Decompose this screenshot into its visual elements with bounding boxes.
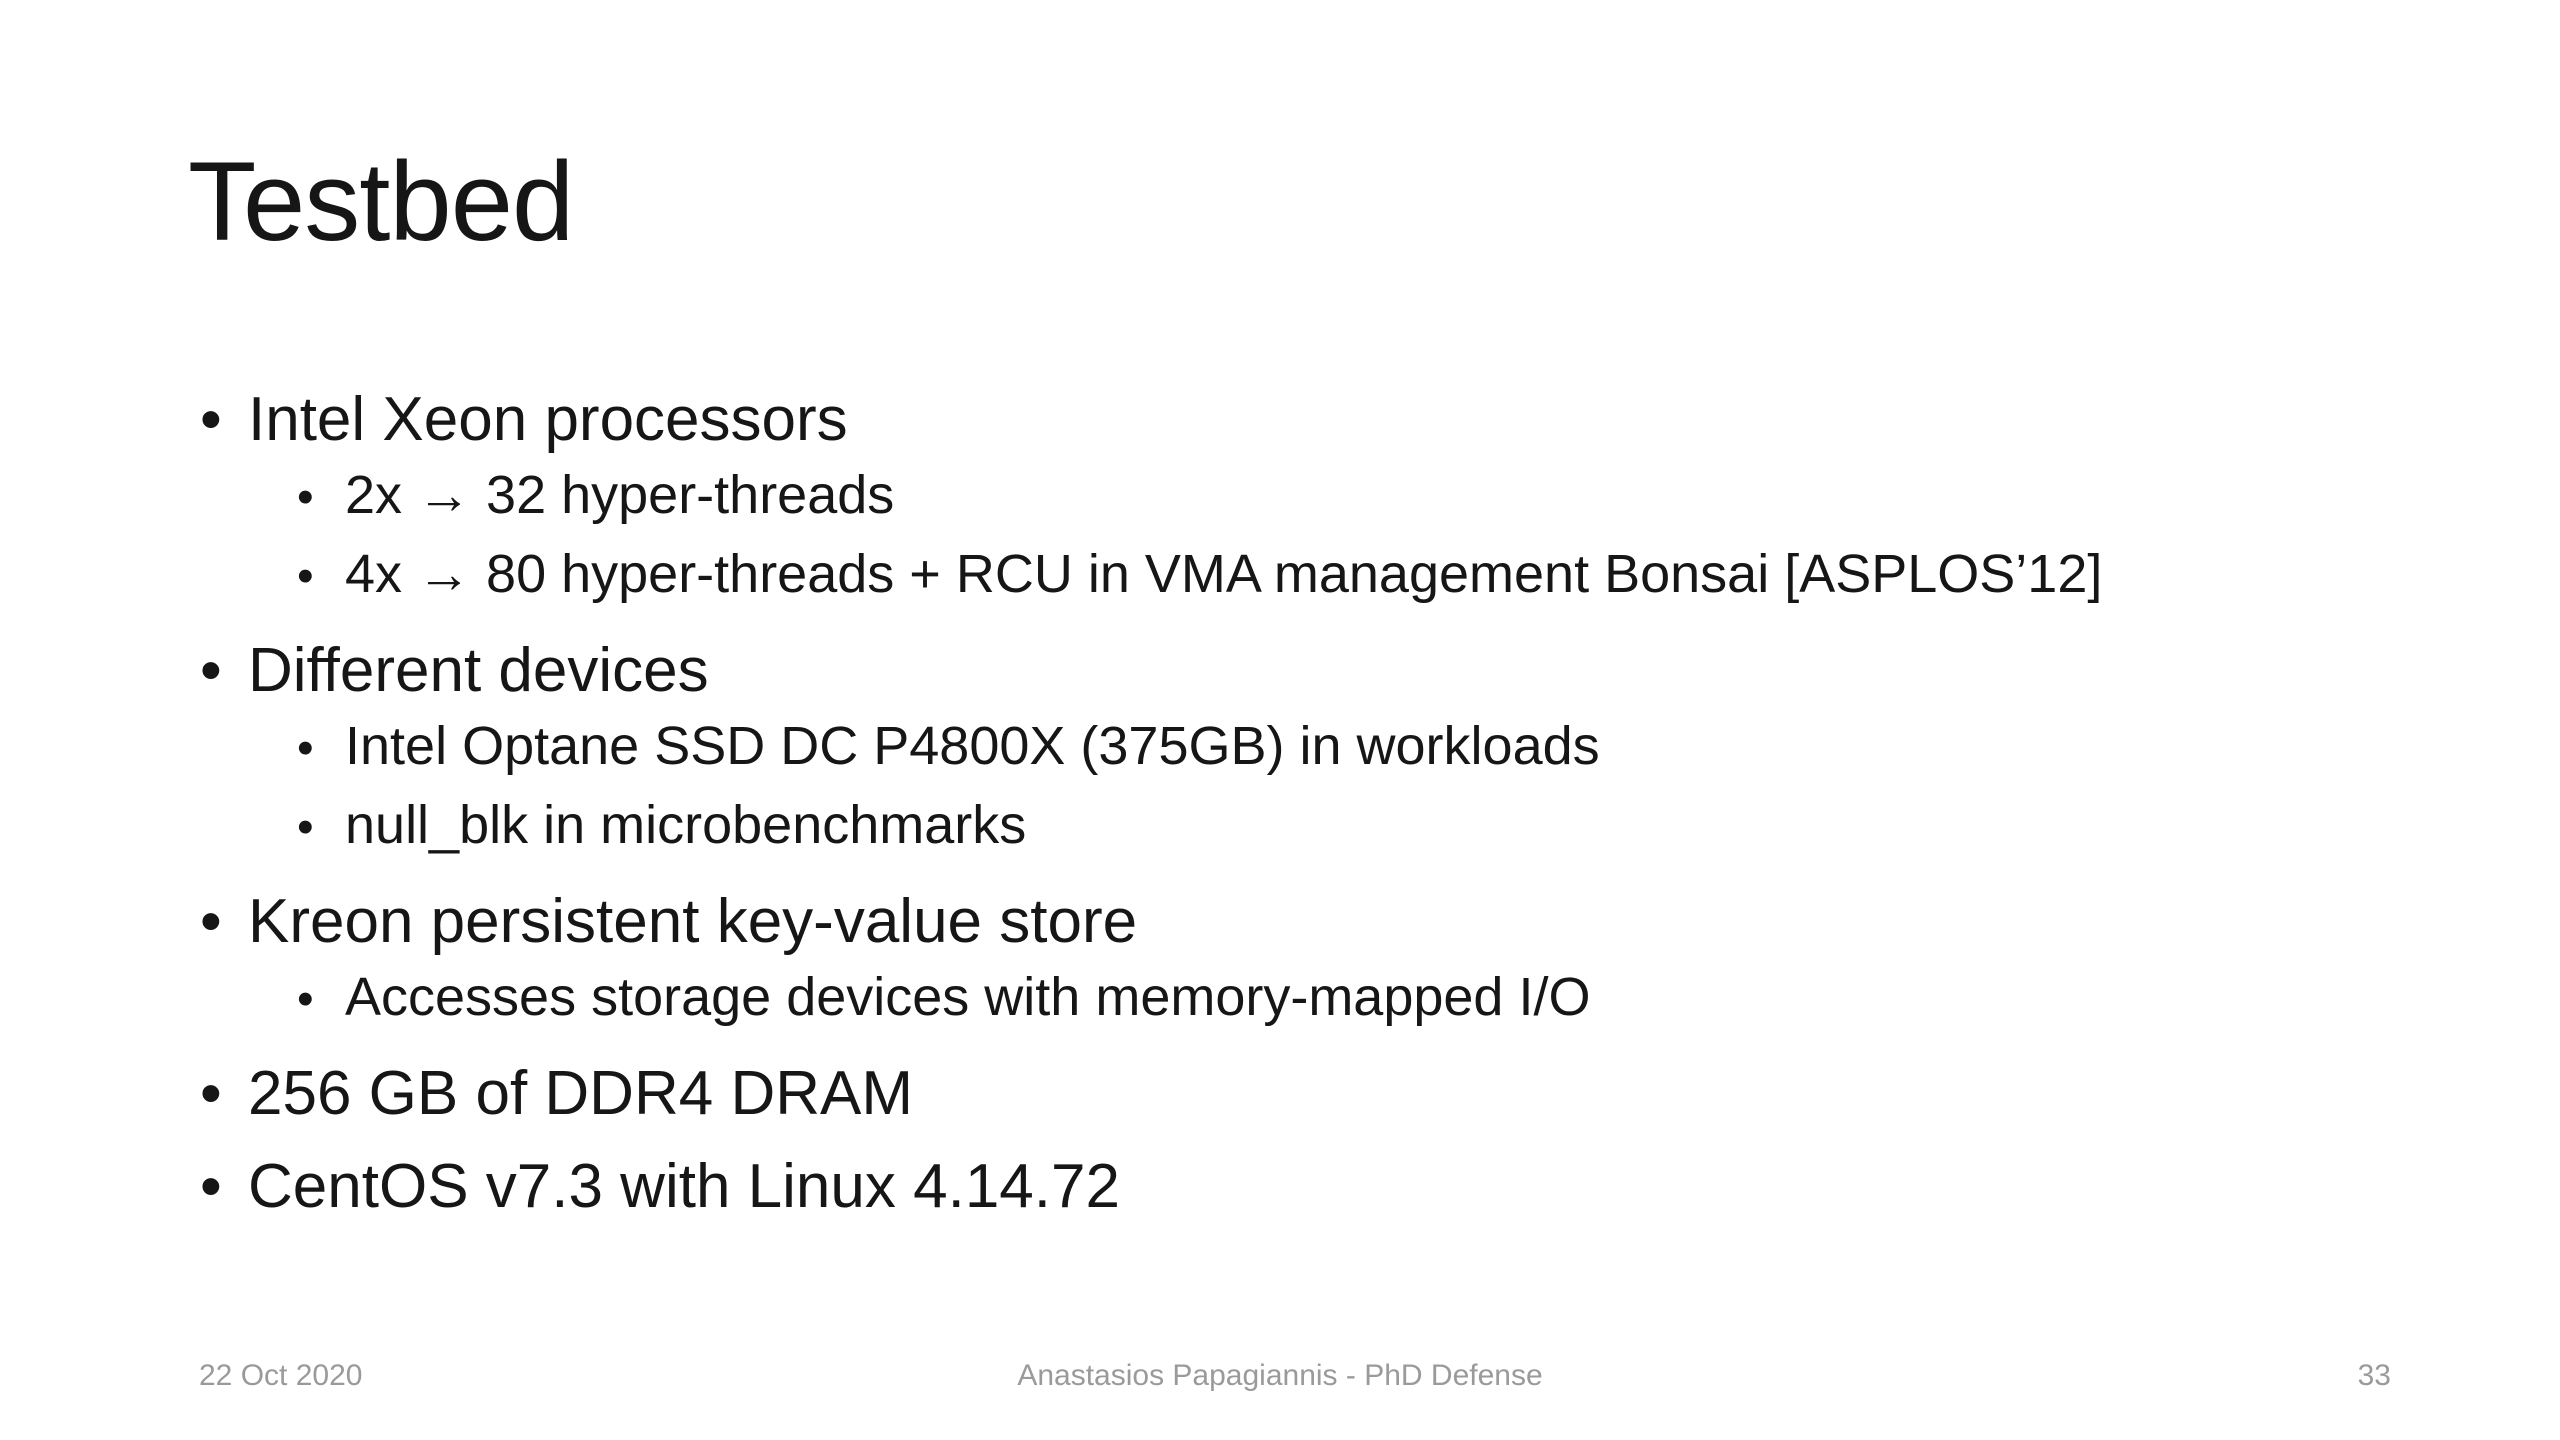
bullet-text: CentOS v7.3 with Linux 4.14.72 bbox=[248, 1152, 1120, 1221]
bullet-icon: • bbox=[297, 471, 314, 524]
bullet-icon: • bbox=[297, 550, 314, 603]
list-item: • 256 GB of DDR4 DRAM bbox=[0, 1057, 2102, 1131]
list-item: • Accesses storage devices with memory-m… bbox=[0, 959, 2102, 1038]
list-item: • 4x → 80 hyper-threads + RCU in VMA man… bbox=[0, 536, 2102, 615]
bullet-text: 256 GB of DDR4 DRAM bbox=[248, 1059, 913, 1128]
bullet-icon: • bbox=[297, 973, 314, 1026]
list-item: • Intel Xeon processors bbox=[0, 383, 2102, 457]
bullet-text: Accesses storage devices with memory-map… bbox=[345, 967, 1591, 1027]
bullet-text: Intel Xeon processors bbox=[248, 385, 848, 454]
list-item: • null_blk in microbenchmarks bbox=[0, 787, 2102, 866]
bullet-icon: • bbox=[200, 385, 222, 454]
bullet-icon: • bbox=[200, 1059, 222, 1128]
list-item: • Intel Optane SSD DC P4800X (375GB) in … bbox=[0, 708, 2102, 787]
bullet-text: 2x → 32 hyper-threads bbox=[345, 465, 895, 525]
slide-title: Testbed bbox=[188, 139, 574, 264]
list-item: • Different devices bbox=[0, 634, 2102, 708]
footer-date: 22 Oct 2020 bbox=[199, 1359, 363, 1392]
bullet-text: Intel Optane SSD DC P4800X (375GB) in wo… bbox=[345, 716, 1600, 776]
bullet-icon: • bbox=[200, 1152, 222, 1221]
list-item: • CentOS v7.3 with Linux 4.14.72 bbox=[0, 1150, 2102, 1224]
bullet-text: 4x → 80 hyper-threads + RCU in VMA manag… bbox=[345, 544, 2103, 604]
bullet-list: • Intel Xeon processors • 2x → 32 hyper-… bbox=[0, 383, 2102, 1224]
bullet-text: Kreon persistent key-value store bbox=[248, 887, 1138, 956]
bullet-text: null_blk in microbenchmarks bbox=[345, 795, 1027, 855]
bullet-text: Different devices bbox=[248, 636, 709, 705]
bullet-icon: • bbox=[297, 801, 314, 854]
bullet-icon: • bbox=[200, 887, 222, 956]
list-item: • Kreon persistent key-value store bbox=[0, 885, 2102, 959]
bullet-icon: • bbox=[297, 722, 314, 775]
bullet-icon: • bbox=[200, 636, 222, 705]
footer-center-text: Anastasios Papagiannis - PhD Defense bbox=[1017, 1359, 1543, 1392]
footer-page-number: 33 bbox=[2357, 1359, 2391, 1392]
list-item: • 2x → 32 hyper-threads bbox=[0, 457, 2102, 536]
